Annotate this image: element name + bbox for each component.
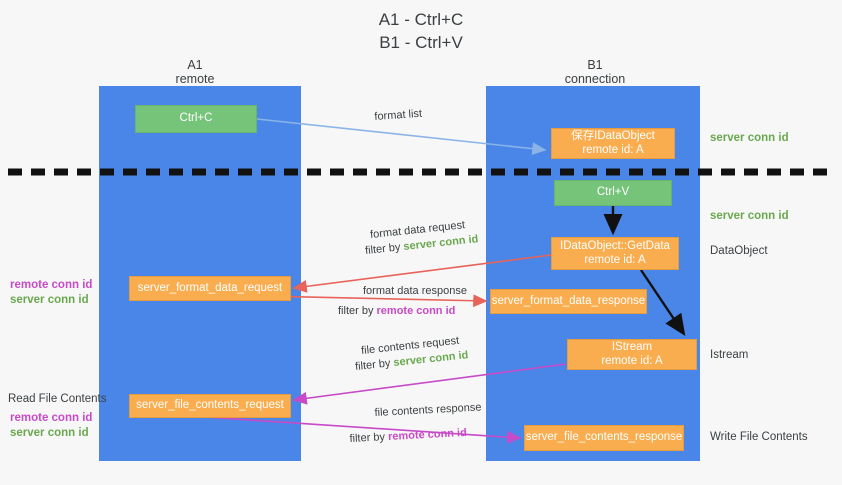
arrow-format-list: [256, 118, 547, 155]
lane-header-a1: A1 remote: [120, 58, 270, 86]
arrow-file-contents-request: [292, 363, 567, 405]
left-label-read-file-contents: Read File Contents: [8, 393, 107, 405]
left-label-remote-conn-id-mid: remote conn id: [10, 279, 93, 291]
lane-a1-sub: remote: [175, 72, 215, 86]
lane-b1-sub: connection: [564, 72, 626, 86]
box-ctrl-v[interactable]: Ctrl+V: [554, 180, 672, 206]
box-server-format-data-request-line1: server_format_data_request: [137, 281, 283, 294]
box-server-file-contents-request[interactable]: server_file_contents_request: [129, 394, 291, 418]
box-istream[interactable]: IStream remote id: A: [567, 339, 697, 370]
filter-key-remote-conn-id: remote conn id: [376, 305, 456, 317]
filter-prefix: filter by: [364, 241, 405, 258]
box-getdata[interactable]: IDataObject::GetData remote id: A: [551, 237, 679, 270]
box-server-format-data-request[interactable]: server_format_data_request: [129, 276, 291, 301]
edge-label-format-data-response-filter: filter by remote conn id: [338, 304, 455, 319]
arrow-format-data-request: [292, 254, 552, 293]
title-line-2: B1 - Ctrl+V: [379, 33, 463, 52]
box-server-file-contents-response-line1: server_file_contents_response: [525, 431, 683, 444]
title-line-1: A1 - Ctrl+C: [378, 10, 464, 29]
lane-a1-name: A1: [187, 58, 203, 72]
filter-prefix: filter by: [354, 357, 395, 374]
box-getdata-line2: remote id: A: [584, 253, 646, 266]
box-ctrl-v-line1: Ctrl+V: [596, 186, 630, 199]
right-label-server-conn-id-mid: server conn id: [710, 210, 789, 222]
box-save-idataobject[interactable]: 保存IDataObject remote id: A: [551, 128, 675, 159]
lane-b1-name: B1: [587, 58, 603, 72]
right-label-write-file-contents: Write File Contents: [710, 431, 808, 443]
box-ctrl-c[interactable]: Ctrl+C: [135, 105, 257, 133]
arrow-getdata-to-istream: [640, 269, 686, 336]
right-label-server-conn-id-top: server conn id: [710, 132, 789, 144]
left-label-server-conn-id-mid: server conn id: [10, 294, 89, 306]
box-server-file-contents-request-line1: server_file_contents_request: [136, 399, 284, 412]
filter-prefix: filter by: [349, 431, 389, 446]
box-server-format-data-response-line1: server_format_data_response: [491, 294, 646, 307]
box-save-idataobject-line1: 保存IDataObject: [571, 130, 655, 142]
box-ctrl-c-line1: Ctrl+C: [179, 112, 213, 125]
edge-label-format-data-response: format data response: [363, 284, 467, 299]
page-title: A1 - Ctrl+C B1 - Ctrl+V: [0, 8, 842, 54]
box-istream-line1: IStream: [611, 341, 653, 353]
left-label-server-conn-id-low: server conn id: [10, 427, 89, 439]
box-save-idataobject-line2: remote id: A: [582, 143, 644, 156]
filter-key-remote-conn-id: remote conn id: [387, 426, 468, 443]
right-label-istream: Istream: [710, 349, 749, 361]
box-server-file-contents-response[interactable]: server_file_contents_response: [524, 425, 684, 451]
box-server-format-data-response[interactable]: server_format_data_response: [490, 289, 647, 314]
lane-header-b1: B1 connection: [520, 58, 670, 86]
edge-label-format-data-response-text: format data response: [363, 285, 467, 297]
box-istream-line2: remote id: A: [601, 354, 663, 367]
left-label-remote-conn-id-low: remote conn id: [10, 412, 93, 424]
box-getdata-line1: IDataObject::GetData: [560, 240, 670, 252]
right-label-data-object: DataObject: [710, 245, 768, 257]
filter-prefix: filter by: [338, 305, 377, 317]
